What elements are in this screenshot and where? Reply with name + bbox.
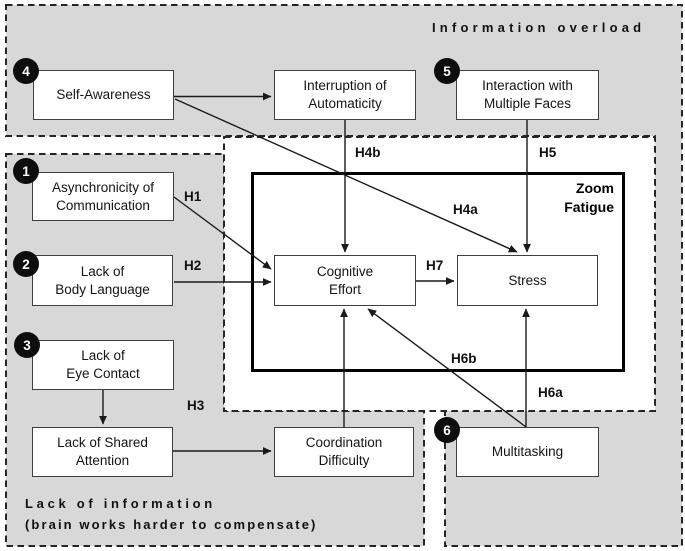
box-eye-contact-line2: Eye Contact — [66, 366, 140, 381]
label-h6a: H6a — [538, 385, 563, 400]
box-coordination-line1: Coordination — [305, 435, 383, 450]
badge-5: 5 — [434, 58, 460, 84]
box-interruption-line2: Automaticity — [308, 96, 382, 111]
box-body-language-line2: Body Language — [55, 281, 150, 297]
box-shared-attention-line1: Lack of Shared — [57, 435, 148, 450]
box-lack-of-shared-attention: Lack of Shared Attention — [32, 427, 173, 477]
zoom-fatigue-label: Zoom Fatigue — [534, 179, 614, 217]
box-cognitive-effort: Cognitive Effort — [274, 255, 416, 306]
box-interaction-line1: Interaction with — [482, 78, 573, 93]
zoom-fatigue-label-line1: Zoom — [575, 180, 614, 196]
zoom-fatigue-label-line2: Fatigue — [564, 199, 614, 215]
box-interaction-with-multiple-faces: Interaction with Multiple Faces — [456, 70, 599, 120]
label-h2: H2 — [184, 258, 202, 273]
badge-3: 3 — [14, 332, 40, 358]
box-interruption-line1: Interruption of — [303, 78, 387, 93]
box-asynchronicity-of-communication: Asynchronicity of Communication — [32, 172, 174, 221]
box-interaction-line2: Multiple Faces — [483, 96, 572, 111]
badge-4: 4 — [13, 58, 39, 84]
box-multitasking-label: Multitasking — [491, 444, 564, 459]
lack-of-information-subtitle: (brain works harder to compensate) — [25, 517, 318, 532]
box-self-awareness-label: Self-Awareness — [56, 87, 151, 102]
box-asynchronicity-line1: Asynchronicity of — [51, 179, 155, 195]
box-asynchronicity-line2: Communication — [56, 197, 150, 213]
label-h7: H7 — [426, 258, 444, 273]
box-stress-label: Stress — [508, 272, 547, 288]
box-lack-of-body-language: Lack of Body Language — [32, 255, 173, 306]
label-h3: H3 — [187, 398, 205, 413]
box-self-awareness: Self-Awareness — [33, 70, 174, 120]
region-label-information-overload: Information overload — [432, 20, 646, 35]
label-h4a: H4a — [453, 202, 478, 217]
box-stress: Stress — [457, 255, 598, 306]
box-body-language-line1: Lack of — [80, 263, 125, 279]
box-cognitive-effort-line1: Cognitive — [316, 263, 374, 279]
label-h6b: H6b — [451, 351, 477, 366]
region-label-lack-of-information: Lack of information (brain works harder … — [25, 493, 317, 535]
label-h4b: H4b — [355, 145, 381, 160]
box-eye-contact-line1: Lack of — [81, 348, 125, 363]
lack-of-information-title: Lack of information — [25, 496, 216, 511]
box-coordination-difficulty: Coordination Difficulty — [274, 427, 414, 477]
box-interruption-of-automaticity: Interruption of Automaticity — [274, 70, 416, 120]
box-shared-attention-line2: Attention — [75, 453, 130, 468]
box-multitasking: Multitasking — [456, 427, 599, 477]
label-h1: H1 — [184, 189, 202, 204]
badge-2: 2 — [13, 251, 39, 277]
box-coordination-line2: Difficulty — [318, 453, 370, 468]
badge-6: 6 — [434, 417, 460, 443]
label-h5: H5 — [539, 145, 557, 160]
box-cognitive-effort-line2: Effort — [328, 281, 362, 297]
badge-1: 1 — [13, 158, 39, 184]
box-lack-of-eye-contact: Lack of Eye Contact — [32, 340, 174, 390]
